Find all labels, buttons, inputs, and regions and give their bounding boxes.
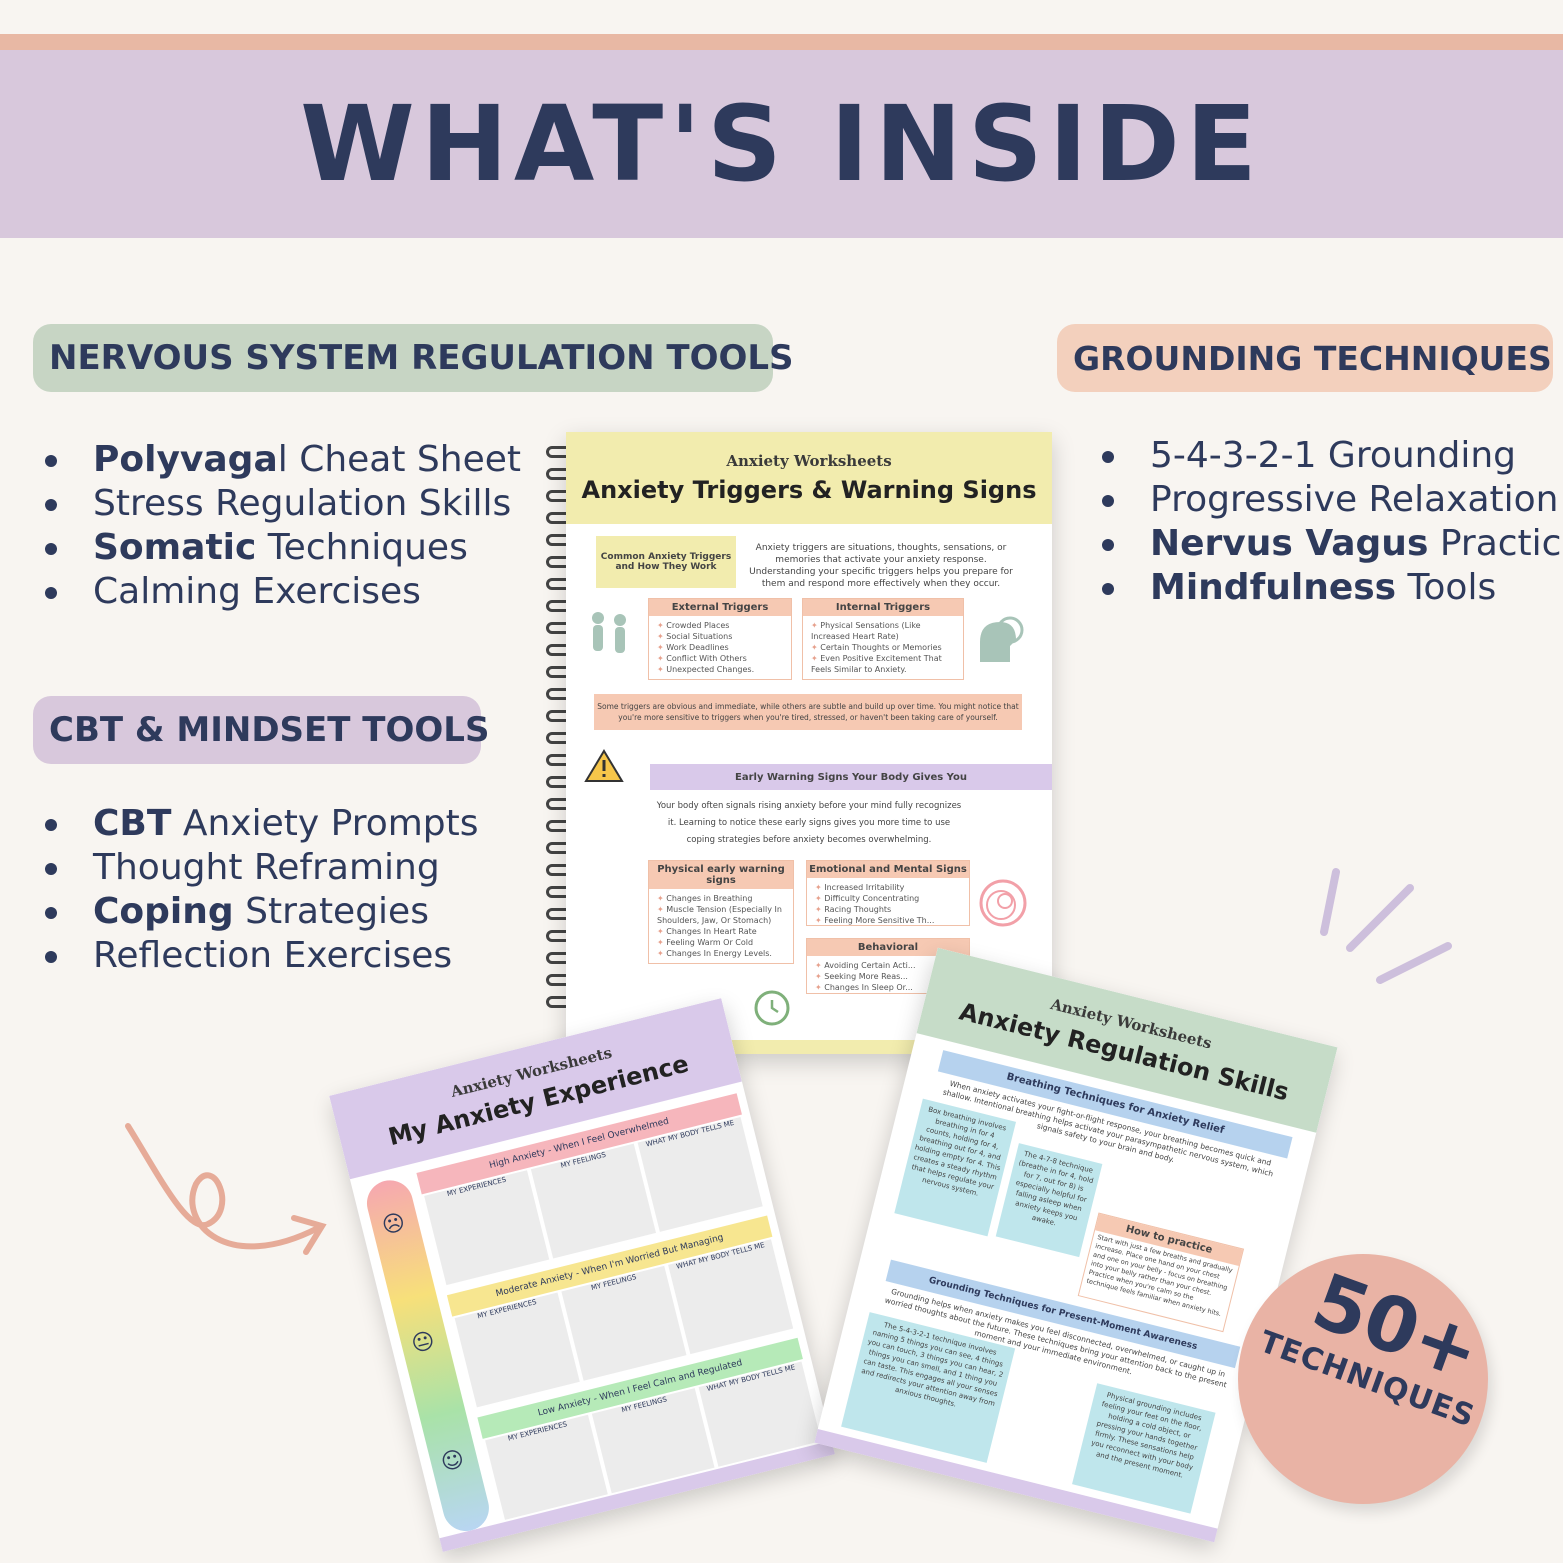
warning-icon [584, 749, 624, 782]
grounding-list: 5-4-3-2-1 Grounding Progressive Relaxati… [1090, 434, 1563, 610]
list-item: Muscle Tension (Especially In Shoulders,… [657, 904, 785, 926]
page-title: WHAT'S INSIDE [300, 83, 1263, 205]
curly-arrow-icon [125, 1123, 327, 1255]
list-item: Thought Reframing [33, 846, 479, 890]
grounding-heading: GROUNDING TECHNIQUES [1057, 324, 1553, 392]
warning-signs-title-box: Early Warning Signs Your Body Gives You [650, 764, 1052, 790]
list-item: Increased Irritability [815, 882, 961, 893]
internal-triggers-box: Internal Triggers Physical Sensations (L… [802, 598, 964, 680]
list-item: Work Deadlines [657, 642, 783, 653]
header-banner: WHAT'S INSIDE [0, 50, 1563, 238]
list-item: Changes In Energy Levels. [657, 948, 785, 959]
people-icon [592, 612, 626, 653]
warning-signs-title: Early Warning Signs Your Body Gives You [735, 771, 967, 783]
list-item: Feeling Warm Or Cold [657, 937, 785, 948]
list-item: Avoiding Certain Acti... [815, 960, 961, 971]
physical-signs-box: Physical early warning signs Changes in … [648, 860, 794, 964]
box-title: Behavioral [807, 939, 969, 956]
worksheet-experience: Anxiety Worksheets My Anxiety Experience… [329, 998, 835, 1552]
list-item: Physical Sensations (Like Increased Hear… [811, 620, 955, 642]
box-breathing-text: Box breathing involves breathing in for … [910, 1105, 1008, 1198]
box-title: Emotional and Mental Signs [807, 861, 969, 878]
list-item: Unexpected Changes. [657, 664, 783, 675]
four78-card: The 4-7-8 technique (breathe in for 4, h… [995, 1143, 1103, 1258]
worksheet-series-label: Anxiety Worksheets [726, 452, 892, 470]
list-item: Calming Exercises [33, 570, 521, 614]
list-item: CBT Anxiety Prompts [33, 802, 479, 846]
list-item: Feeling More Sensitive Th... [815, 915, 961, 926]
warning-signs-text: Your body often signals rising anxiety b… [656, 801, 962, 845]
list-item: Changes In Sleep Or... [815, 982, 961, 993]
worksheet-title: Anxiety Triggers & Warning Signs [581, 476, 1037, 504]
list-item: Seeking More Reas... [815, 971, 961, 982]
list-item: Progressive Relaxation [1090, 478, 1563, 522]
list-item: Conflict With Others [657, 653, 783, 664]
cbt-heading: CBT & MINDSET TOOLS [33, 696, 489, 764]
list-item: Racing Thoughts [815, 904, 961, 915]
list-item: Mindfulness Tools [1090, 566, 1563, 610]
list-item: Social Situations [657, 631, 783, 642]
scribble-icon [979, 879, 1027, 927]
triggers-note: Some triggers are obvious and immediate,… [597, 702, 1019, 722]
list-item: Reflection Exercises [33, 934, 479, 978]
list-item: Certain Thoughts or Memories [811, 642, 955, 653]
cbt-list: CBT Anxiety Prompts Thought Reframing Co… [33, 802, 479, 978]
list-item: Somatic Techniques [33, 526, 521, 570]
list-item: Even Positive Excitement That Feels Simi… [811, 653, 955, 675]
list-item: 5-4-3-2-1 Grounding [1090, 434, 1563, 478]
list-item: Changes in Breathing [657, 893, 785, 904]
intro-text: Anxiety triggers are situations, thought… [749, 543, 1013, 589]
top-stripe [0, 34, 1563, 50]
physical-grounding-card: Physical grounding includes feeling your… [1072, 1383, 1216, 1514]
list-item: Nervus Vagus Practices [1090, 522, 1563, 566]
nervous-system-list: Polyvagal Cheat Sheet Stress Regulation … [33, 438, 521, 614]
techniques-badge [1238, 1254, 1488, 1504]
triggers-note-box: Some triggers are obvious and immediate,… [594, 694, 1022, 730]
head-bell-icon [980, 616, 1024, 662]
list-item: Coping Strategies [33, 890, 479, 934]
four78-text: The 4-7-8 technique (breathe in for 4, h… [1014, 1149, 1095, 1228]
box-title: Physical early warning signs [649, 861, 793, 889]
intro-label: Common Anxiety Triggers and How They Wor… [600, 552, 732, 572]
list-item: Polyvagal Cheat Sheet [33, 438, 521, 482]
box-title: Internal Triggers [803, 599, 963, 616]
alarm-clock-icon [754, 990, 790, 1026]
emotional-signs-box: Emotional and Mental Signs Increased Irr… [806, 860, 970, 926]
nervous-system-heading: NERVOUS SYSTEM REGULATION TOOLS [33, 324, 794, 392]
behavioral-signs-box: Behavioral Avoiding Certain Acti... Seek… [806, 938, 970, 994]
list-item: Changes In Heart Rate [657, 926, 785, 937]
sparkle-lines-icon [1320, 868, 1452, 984]
box-breathing-card: Box breathing involves breathing in for … [894, 1098, 1017, 1237]
list-item: Difficulty Concentrating [815, 893, 961, 904]
external-triggers-box: External Triggers Crowded Places Social … [648, 598, 792, 680]
list-item: Crowded Places [657, 620, 783, 631]
physical-grounding-text: Physical grounding includes feeling your… [1090, 1391, 1203, 1480]
box-title: External Triggers [649, 599, 791, 616]
worksheet-header: Anxiety Worksheets Anxiety Triggers & Wa… [566, 432, 1052, 524]
list-item: Stress Regulation Skills [33, 482, 521, 526]
intro-label-box: Common Anxiety Triggers and How They Wor… [596, 536, 736, 588]
